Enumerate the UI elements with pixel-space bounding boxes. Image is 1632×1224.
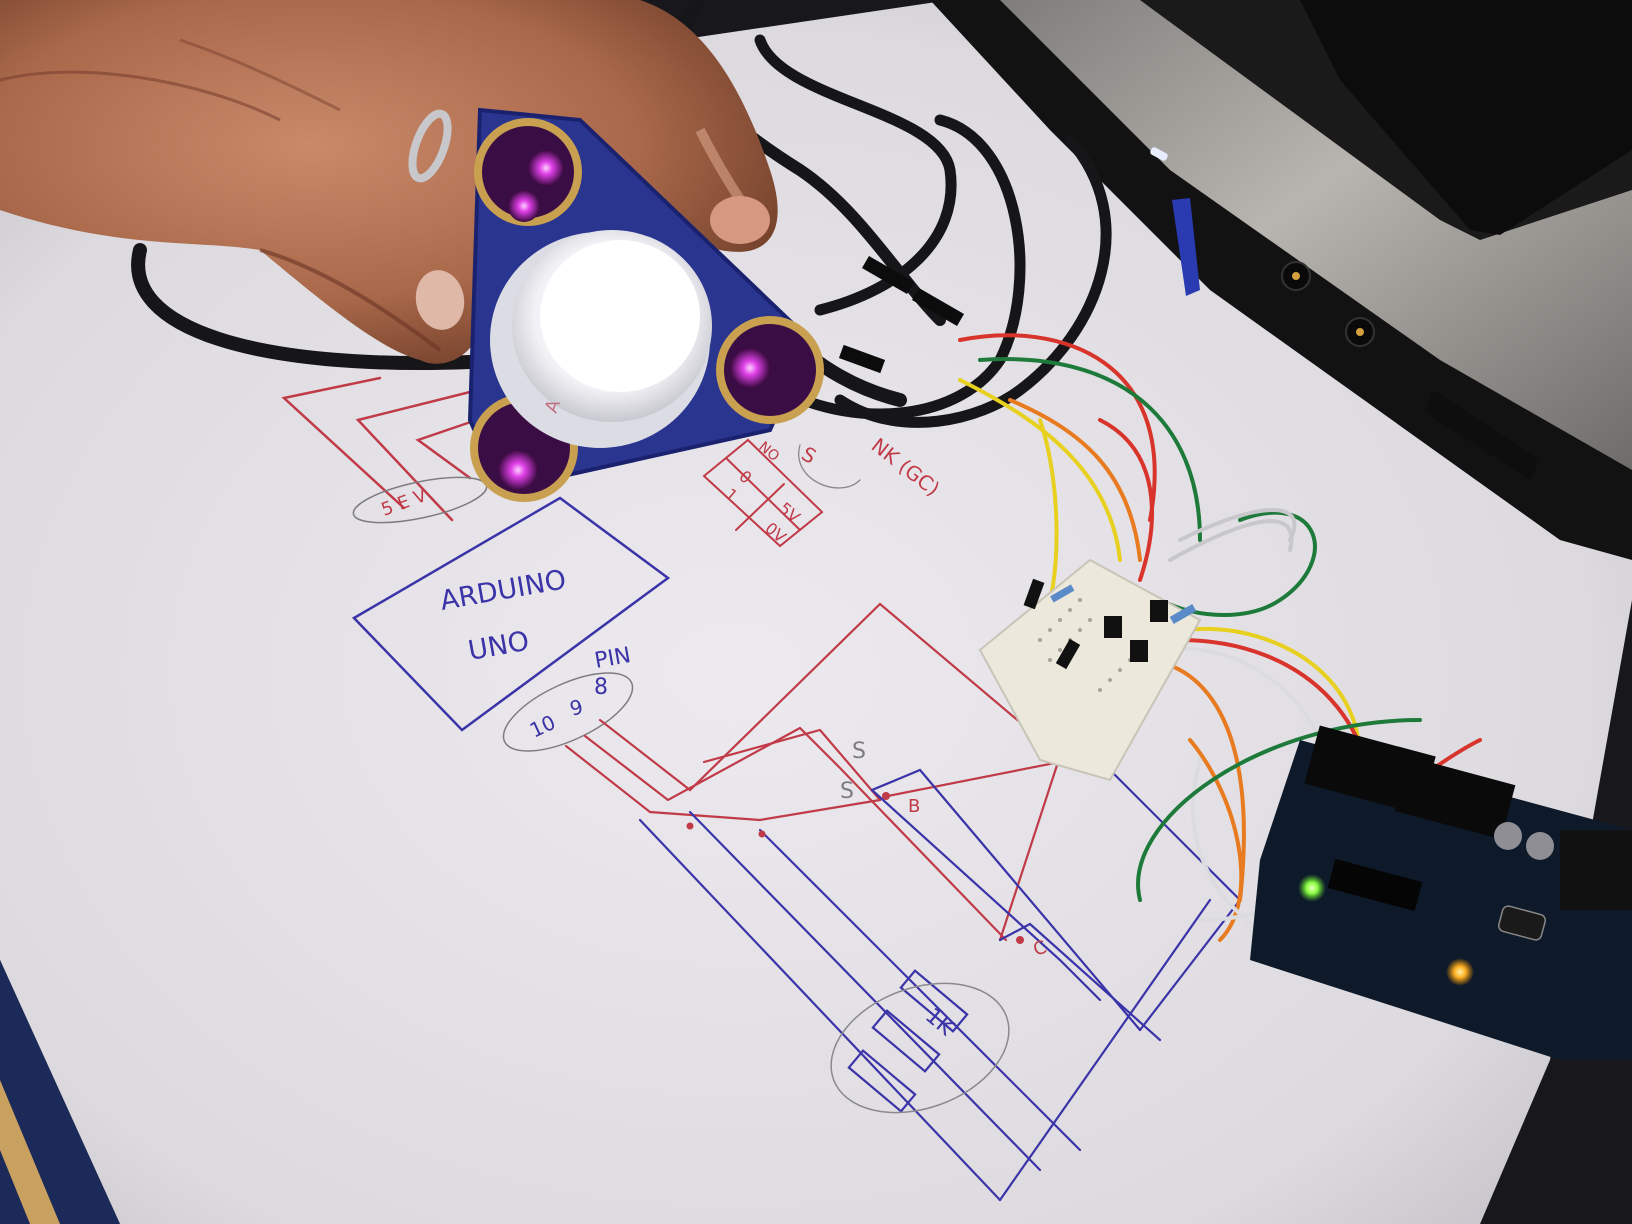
laptop-power-led <box>1150 147 1168 161</box>
white-cap-emitter: A <box>490 230 712 448</box>
pin-label: PIN <box>593 643 633 674</box>
laptop <box>930 0 1632 560</box>
pin-9-label: 9 <box>567 694 586 720</box>
arduino-board <box>1250 725 1632 1060</box>
ir-receiver-right <box>716 316 824 424</box>
hand <box>0 0 778 364</box>
power-led <box>1298 874 1326 902</box>
ir-sensor-module: A <box>467 107 824 502</box>
ir-receiver-top <box>474 118 582 226</box>
transistor-base-label: B <box>908 796 920 817</box>
blue-tape <box>1172 198 1200 296</box>
tx-led <box>1446 958 1474 986</box>
breadboard <box>978 558 1202 782</box>
table-wood-strip <box>0 1080 60 1224</box>
pin-8-label: 8 <box>594 675 608 700</box>
s-mark-1: S <box>852 739 866 764</box>
ring <box>408 109 452 183</box>
s-mark-2: S <box>840 779 854 804</box>
